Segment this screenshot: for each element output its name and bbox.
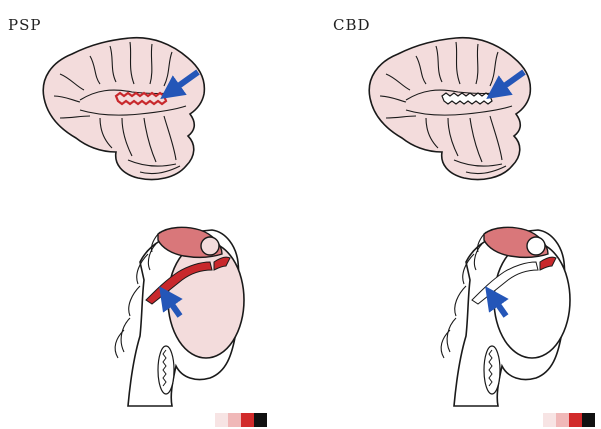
cbd-red-nucleus <box>527 237 545 255</box>
cbd-brainstem <box>441 227 570 406</box>
legend-swatch <box>556 413 569 427</box>
psp-dentate-nucleus <box>116 93 166 104</box>
legend-swatch <box>215 413 228 427</box>
psp-red-nucleus <box>201 237 219 255</box>
legend-swatch <box>543 413 556 427</box>
legend-swatch <box>228 413 241 427</box>
psp-cerebellum <box>43 38 204 180</box>
legend-swatch <box>241 413 254 427</box>
legend-swatch <box>582 413 595 427</box>
legend-swatch <box>254 413 267 427</box>
psp-brainstem <box>115 227 244 406</box>
legend-swatch <box>569 413 582 427</box>
severity-legend-left <box>215 413 267 427</box>
cbd-pons <box>494 242 570 358</box>
severity-legend-right <box>543 413 595 427</box>
psp-pons <box>168 242 244 358</box>
cbd-cerebellum <box>369 38 530 180</box>
